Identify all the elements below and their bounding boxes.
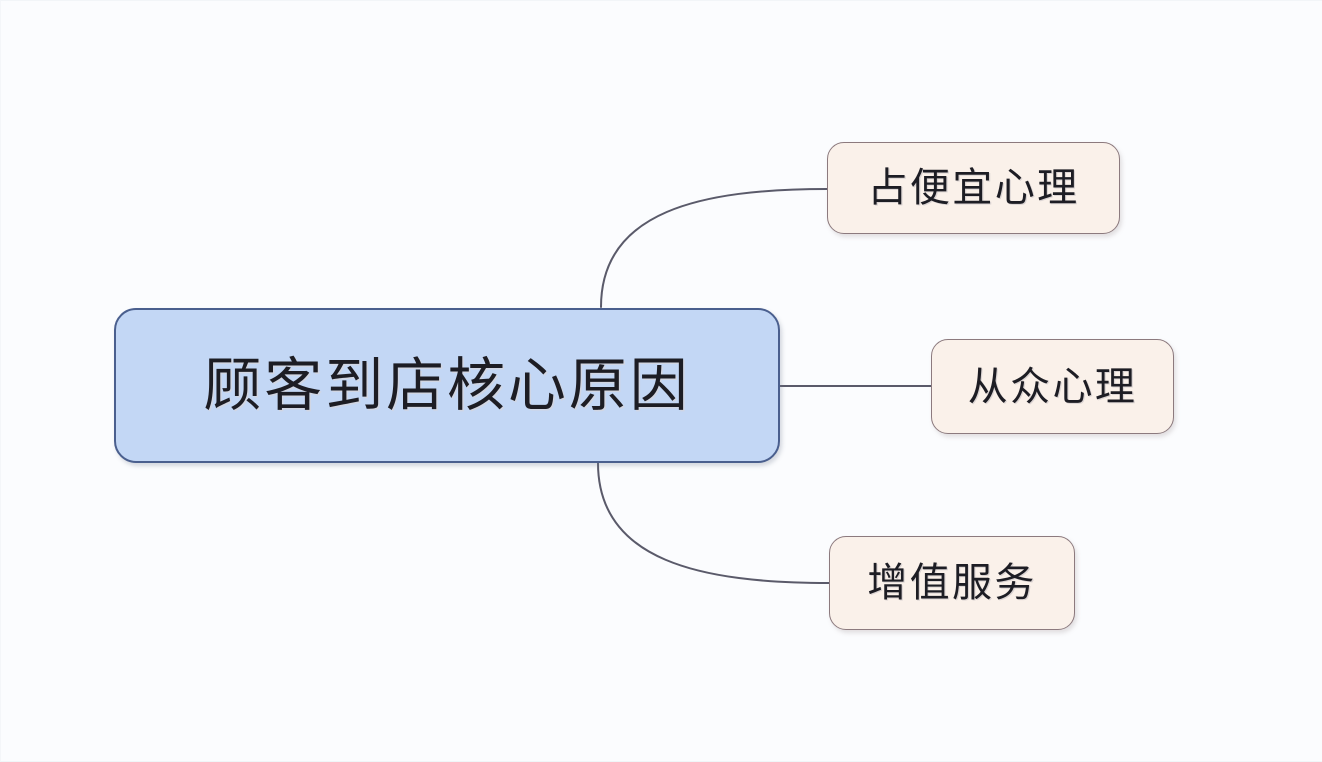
central-node[interactable]: 顾客到店核心原因 — [114, 308, 780, 463]
branch-node-1-label: 占便宜心理 — [867, 165, 1080, 210]
central-node-label: 顾客到店核心原因 — [203, 352, 691, 418]
branch-node-2[interactable]: 从众心理 — [931, 339, 1174, 434]
branch-node-3-label: 增值服务 — [867, 560, 1037, 605]
branch-node-2-label: 从众心理 — [967, 363, 1138, 409]
branch-node-3[interactable]: 增值服务 — [829, 536, 1075, 630]
connector-to-branch-3 — [597, 462, 830, 584]
branch-node-1[interactable]: 占便宜心理 — [827, 142, 1120, 234]
connector-to-branch-1 — [600, 188, 828, 308]
